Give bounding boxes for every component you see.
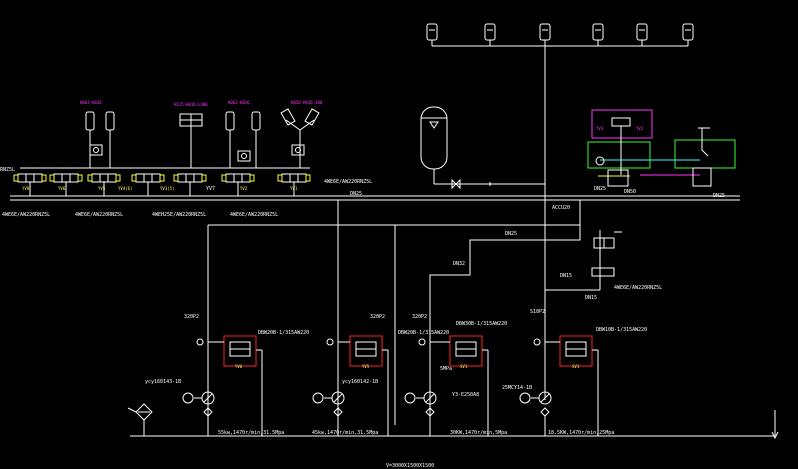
main-pressure-line xyxy=(10,195,779,440)
left-valve-row xyxy=(13,167,311,196)
misc-label-dn15: DN15 xyxy=(560,273,572,279)
gauge-label-3: 320P2 xyxy=(412,314,427,320)
accumulator xyxy=(420,106,545,190)
line-tag-1: DN25 xyxy=(350,191,362,197)
cylinder-1 xyxy=(85,111,95,168)
tank-filter xyxy=(127,403,153,436)
motor-label-4: 18.5KW,1470r/min,25Mpa xyxy=(548,430,614,436)
motor-label-3: 30KW,1470r/min,5Mpa xyxy=(450,430,507,436)
misc-label-5mpa: 5MPa xyxy=(440,366,452,372)
tag-yv2-right: YV2 xyxy=(636,126,644,131)
top-cylinder-manifold xyxy=(426,23,694,400)
valve-label-4: 4WE6E/AW220RNZ5L xyxy=(230,212,278,218)
top-left-actuators xyxy=(85,108,320,168)
check-block-2 xyxy=(237,150,251,162)
tag-yv2: YV2 xyxy=(240,186,248,191)
cyl-label-4: H050-H016-200 xyxy=(291,100,323,105)
left-edge-label: RNZ5L xyxy=(0,167,15,173)
gauge-label-1: 320P2 xyxy=(184,314,199,320)
cyl-label-3: H063-H016 xyxy=(228,100,250,105)
misc-label-aux-valve: 4WE6E/AW220RNZ5L xyxy=(614,285,662,291)
check-block-3 xyxy=(291,144,305,156)
pump-label-4: 25MCY14-1B xyxy=(502,385,532,391)
line-tag-5: DN50 xyxy=(624,189,636,195)
motor-label-1: 55kw,1470r/min,31.5Mpa xyxy=(218,430,284,436)
relief-tag-3: SV1 xyxy=(460,364,468,369)
directional-valve-4 xyxy=(131,173,165,196)
pump-unit-1 xyxy=(182,335,263,436)
gauge-label-4: S10P2 xyxy=(530,309,545,315)
top-cylinder-2 xyxy=(484,23,496,46)
cylinder-4 xyxy=(251,111,261,168)
relief-tag-1: YV6 xyxy=(235,364,243,369)
top-cylinder-1 xyxy=(426,23,438,46)
directional-valve-1 xyxy=(13,173,47,196)
relief-label-3: DBW30B-1/315AW220 xyxy=(456,321,507,327)
relief-label-2: DBW20B-1/315AW220 xyxy=(398,330,449,336)
line-tag-2: DN25 xyxy=(505,231,517,237)
directional-valve-3 xyxy=(87,173,121,196)
tag-yv1: YV1 xyxy=(290,186,298,191)
tag-yv3-right: YV3 xyxy=(596,126,604,131)
line-tag-7: DN25 xyxy=(594,186,606,192)
relief-tag-4: SV1 xyxy=(572,364,580,369)
pump-unit-4 xyxy=(519,335,599,436)
pump-unit-2 xyxy=(312,335,389,436)
line-tag-6: DN25 xyxy=(713,193,725,199)
relief-label-4: DBW10B-1/315AW220 xyxy=(596,327,647,333)
right-control-block xyxy=(587,109,736,187)
valve-label-2: 4WE6E/AW220RNZ5L xyxy=(75,212,123,218)
tag-yv7: YV7 xyxy=(206,186,215,192)
top-cylinder-6 xyxy=(682,23,694,46)
check-block-1 xyxy=(89,144,103,156)
relief-label-1: DBW20B-1/315AW220 xyxy=(258,330,309,336)
top-cylinder-4 xyxy=(592,23,604,46)
tag-yv3: YV3(5) xyxy=(160,186,174,191)
gauge-label-2: 320P2 xyxy=(370,314,385,320)
valve-label-5: 4WE6E/AW220RNZ5L xyxy=(324,179,372,185)
misc-label-dn32: DN32 xyxy=(453,261,465,267)
cyl-label-1: H063-H016 xyxy=(80,100,102,105)
directional-valve-6 xyxy=(221,173,255,196)
directional-valve-2 xyxy=(49,173,83,196)
tag-yv8: YV8 xyxy=(22,186,30,191)
tag-yv6: YV6 xyxy=(58,186,66,191)
cyl-label-2: H125-H016-L400 xyxy=(174,102,208,107)
aux-valve xyxy=(591,231,622,283)
valve-label-1: 4WE6E/AW220RNZ5L xyxy=(2,212,50,218)
tag-yv4: YV4(6) xyxy=(118,186,132,191)
cylinder-2 xyxy=(105,111,115,168)
line-tag-3: DN15 xyxy=(585,295,597,301)
twin-actuator xyxy=(280,108,320,168)
directional-valve-7 xyxy=(277,173,311,196)
pump-label-2: ycy160142-1B xyxy=(342,379,378,385)
pump-label-1: ycy160143-1B xyxy=(145,379,181,385)
top-cylinder-3 xyxy=(539,23,551,46)
top-cylinder-5 xyxy=(636,23,648,46)
tag-yv5: YV5 xyxy=(98,186,106,191)
tank-label: V=3000X1500X1500 xyxy=(386,463,434,469)
relief-tag-2: YV5 xyxy=(362,364,370,369)
line-tag-4: ACCU20 xyxy=(552,205,570,211)
directional-valve-5 xyxy=(173,173,207,196)
pump-label-3: Y3-E250A8 xyxy=(452,392,479,398)
valve-label-3: 4WEH25E/AW220RNZ5L xyxy=(152,212,206,218)
motor-label-2: 45kw,1470r/min,31.5Mpa xyxy=(312,430,378,436)
pump-unit-3 xyxy=(404,335,489,436)
cylinder-3 xyxy=(225,111,235,168)
rotary-actuator xyxy=(179,113,203,168)
